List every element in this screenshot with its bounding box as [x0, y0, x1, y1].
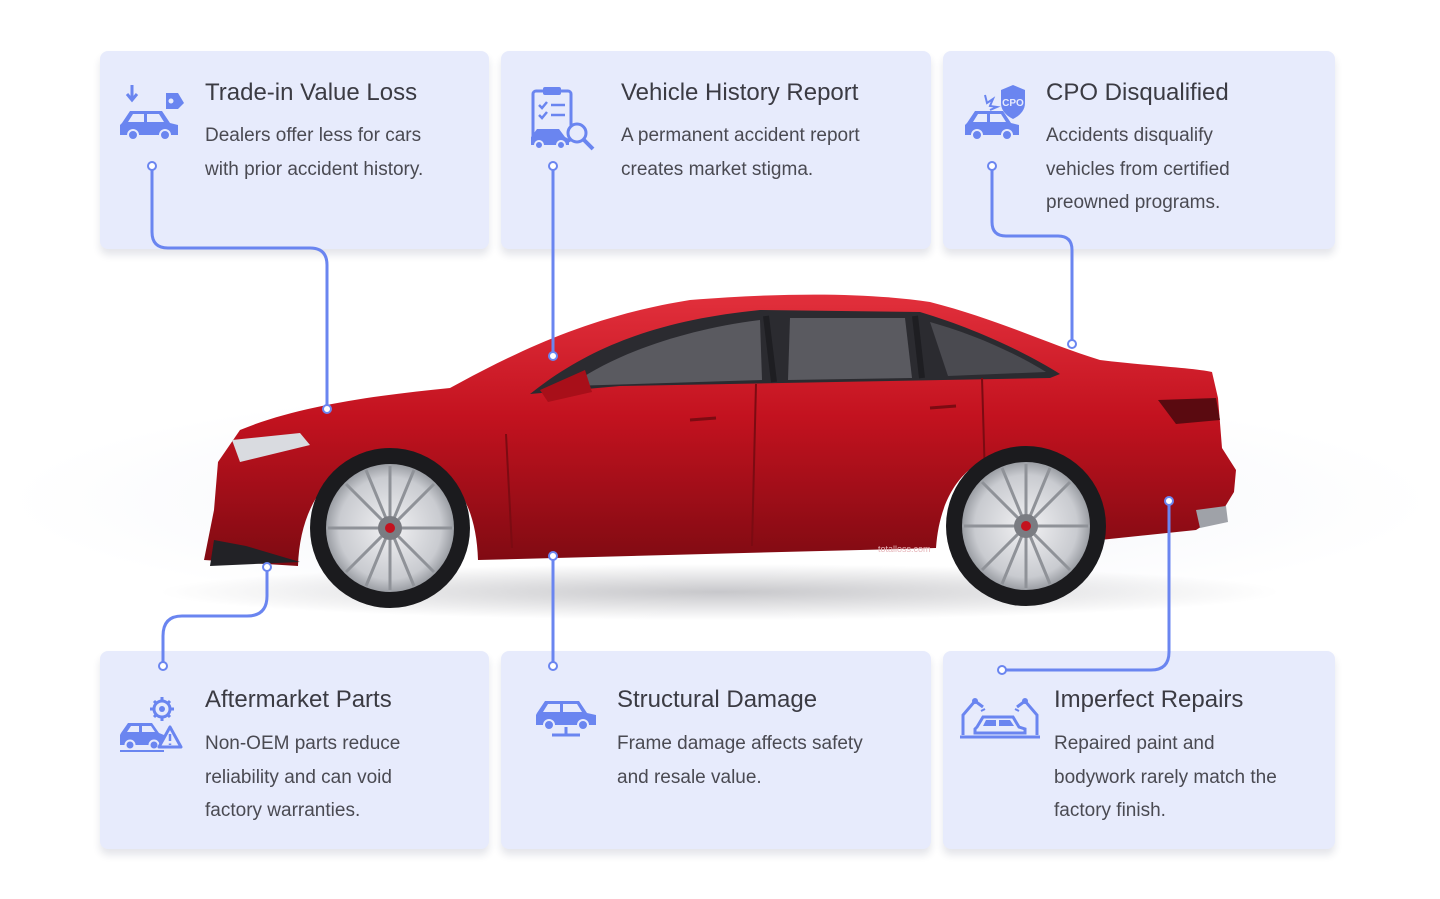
front-window: [570, 320, 762, 386]
card-title: Trade-in Value Loss: [205, 79, 418, 106]
card-structural-damage: Structural Damage Frame damage affects s…: [501, 651, 931, 849]
rear-window: [788, 318, 912, 380]
card-title: Structural Damage: [617, 686, 818, 713]
connector-repairs: [1002, 501, 1171, 672]
exhaust-tip: [1196, 506, 1228, 528]
card-title: Vehicle History Report: [621, 79, 859, 106]
card-title: CPO Disqualified: [1046, 79, 1229, 106]
card-description: Accidents disqualify vehicles from certi…: [1046, 125, 1230, 213]
card-cpo-disqualified: CPO CPO Disqualified Accidents disqualif…: [943, 51, 1335, 249]
connector-trade-in: [150, 166, 329, 409]
connector-lines: [150, 166, 1171, 672]
repair-shop-robot-arms-icon: [960, 698, 1040, 739]
card-description: A permanent accident report creates mark…: [621, 125, 860, 180]
card-description: Non-OEM parts reduce reliability and can…: [205, 733, 401, 821]
aftermarket-parts-gear-warning-icon: [120, 697, 183, 752]
structural-damage-lift-icon: [536, 701, 596, 737]
rear-wheel: [946, 446, 1106, 606]
cpo-shield-car-icon: CPO: [965, 85, 1025, 141]
connector-cpo: [990, 166, 1074, 344]
front-wheel: [310, 448, 470, 608]
trade-in-car-tag-icon: [120, 85, 184, 141]
history-report-clipboard-icon: [531, 87, 595, 151]
headlight: [232, 433, 310, 462]
connector-dots: [147, 161, 1174, 675]
connector-aftermarket: [161, 567, 269, 666]
front-bumper-lip: [210, 540, 300, 566]
quarter-window: [930, 322, 1046, 376]
card-aftermarket-parts: Aftermarket Parts Non-OEM parts reduce r…: [100, 651, 489, 849]
card-vehicle-history-report: Vehicle History Report A permanent accid…: [501, 51, 931, 249]
card-title: Imperfect Repairs: [1054, 686, 1244, 713]
card-title: Aftermarket Parts: [205, 686, 392, 713]
watermark: totalloss.com: [878, 544, 931, 554]
card-description: Repaired paint and bodywork rarely match…: [1054, 733, 1277, 821]
taillight: [1158, 398, 1220, 424]
side-mirror: [540, 370, 592, 402]
red-sedan: [204, 294, 1236, 608]
card-imperfect-repairs: Imperfect Repairs Repaired paint and bod…: [943, 651, 1335, 849]
svg-text:CPO: CPO: [1002, 98, 1024, 109]
card-trade-in-value-loss: Trade-in Value Loss Dealers offer less f…: [100, 51, 489, 249]
card-description: Frame damage affects safety and resale v…: [617, 733, 863, 788]
card-description: Dealers offer less for cars with prior a…: [205, 125, 424, 180]
